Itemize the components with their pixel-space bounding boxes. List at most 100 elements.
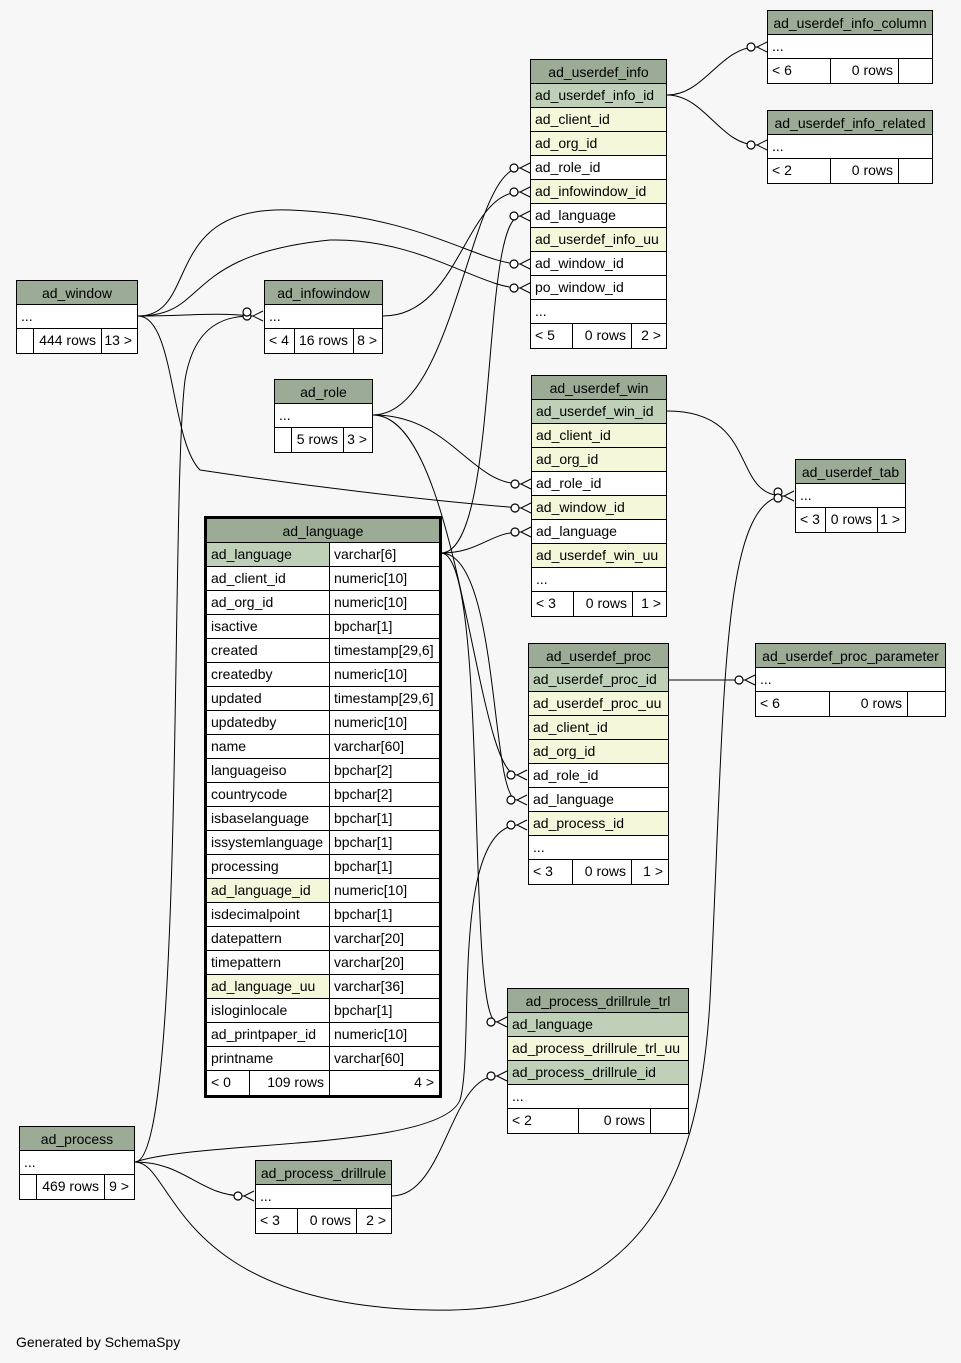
column-type: numeric[10] [330, 663, 439, 687]
column-row: ad_role_id [531, 156, 666, 180]
table-title[interactable]: ad_window [17, 281, 137, 305]
table-ad-userdef-proc[interactable]: ad_userdef_proc ad_userdef_proc_id ad_us… [528, 643, 669, 885]
parents-count: < 3 [529, 860, 573, 884]
table-title[interactable]: ad_userdef_win [532, 376, 666, 400]
table-title[interactable]: ad_userdef_tab [796, 460, 905, 484]
table-ad-userdef-win[interactable]: ad_userdef_win ad_userdef_win_id ad_clie… [531, 375, 667, 617]
column-row: ad_process_drillrule_id [508, 1061, 688, 1085]
column-name: issystemlanguage [207, 831, 330, 855]
parents-count [17, 329, 34, 353]
table-stats: < 6 0 rows [756, 692, 945, 716]
parents-count: < 3 [256, 1209, 298, 1233]
children-count: 2 > [641, 327, 661, 343]
column-name: created [207, 639, 330, 663]
table-ad-process-drillrule-trl[interactable]: ad_process_drillrule_trl ad_language ad_… [507, 988, 689, 1134]
children-count: 3 > [347, 431, 367, 447]
edge-infowindow-to-info [382, 191, 521, 317]
table-title[interactable]: ad_userdef_info_related [768, 111, 932, 135]
column-row: ... [256, 1185, 391, 1209]
column-type: varchar[20] [330, 927, 439, 951]
table-title[interactable]: ad_language [207, 519, 439, 543]
column-row: ad_userdef_info_uu [531, 228, 666, 252]
column-name: ad_language_id [207, 879, 330, 903]
children-count: 9 > [109, 1178, 129, 1194]
table-stats: < 3 0 rows 2 > [256, 1209, 391, 1233]
table-title[interactable]: ad_process [20, 1127, 134, 1151]
column-row: ... [768, 135, 932, 159]
edge-role-to-info [372, 167, 521, 416]
column-name: countrycode [207, 783, 330, 807]
column-type: numeric[10] [330, 711, 439, 735]
table-title[interactable]: ad_process_drillrule_trl [508, 989, 688, 1013]
parents-count [20, 1175, 37, 1199]
children-count [908, 692, 945, 716]
children-count: 1 > [643, 863, 663, 879]
column-row: ... [532, 568, 666, 592]
parents-count: < 3 [796, 508, 826, 532]
column-name: isloginlocale [207, 999, 330, 1023]
row-count: 444 rows [34, 329, 102, 353]
table-title[interactable]: ad_userdef_info_column [768, 11, 932, 35]
table-title[interactable]: ad_userdef_info [531, 60, 666, 84]
edge-win-to-tab [666, 410, 785, 497]
edge-window-to-infowindow [137, 313, 254, 317]
column-row: ad_userdef_proc_id [529, 668, 668, 692]
row-count: 109 rows [250, 1071, 330, 1095]
column-type: numeric[10] [330, 1023, 439, 1047]
column-name: languageiso [207, 759, 330, 783]
column-row: ad_infowindow_id [531, 180, 666, 204]
table-ad-userdef-tab[interactable]: ad_userdef_tab ... < 3 0 rows 1 > [795, 459, 906, 533]
crowsfoot-markers [233, 42, 783, 1201]
column-row: ad_userdef_proc_uu [529, 692, 668, 716]
table-title[interactable]: ad_userdef_proc [529, 644, 668, 668]
table-ad-userdef-info-related[interactable]: ad_userdef_info_related ... < 2 0 rows [767, 110, 933, 184]
column-row: ... [265, 305, 382, 329]
column-type: bpchar[1] [330, 831, 439, 855]
edge-process-to-proc [134, 824, 518, 1163]
column-name: printname [207, 1047, 330, 1071]
children-count [651, 1109, 688, 1133]
parents-count: < 4 [265, 329, 295, 353]
column-name: ad_language [207, 543, 330, 567]
column-type: bpchar[1] [330, 855, 439, 879]
table-ad-infowindow[interactable]: ad_infowindow ... < 4 16 rows 8 > [264, 280, 383, 354]
column-type: numeric[10] [330, 879, 439, 903]
table-title[interactable]: ad_role [275, 380, 372, 404]
children-count [899, 59, 932, 83]
parents-count: < 5 [531, 324, 573, 348]
edge-window-to-info-window [137, 209, 521, 317]
table-ad-window[interactable]: ad_window ... 444 rows 13 > [16, 280, 138, 354]
column-row: ad_org_id [529, 740, 668, 764]
table-ad-userdef-info-column[interactable]: ad_userdef_info_column ... < 6 0 rows [767, 10, 933, 84]
table-ad-process-drillrule[interactable]: ad_process_drillrule ... < 3 0 rows 2 > [255, 1160, 392, 1234]
table-ad-userdef-proc-parameter[interactable]: ad_userdef_proc_parameter ... < 6 0 rows [755, 643, 946, 717]
column-row: ad_process_drillrule_trl_uu [508, 1037, 688, 1061]
table-ad-role[interactable]: ad_role ... 5 rows 3 > [274, 379, 373, 453]
column-type: varchar[20] [330, 951, 439, 975]
edge-info-to-info-related [666, 94, 758, 146]
table-stats: < 3 0 rows 1 > [796, 508, 905, 532]
column-type: varchar[60] [330, 1047, 439, 1071]
column-type: timestamp[29,6] [330, 687, 439, 711]
column-row: ad_client_id [531, 108, 666, 132]
column-name: createdby [207, 663, 330, 687]
column-name: isbaselanguage [207, 807, 330, 831]
table-title[interactable]: ad_infowindow [265, 281, 382, 305]
table-ad-process[interactable]: ad_process ... 469 rows 9 > [19, 1126, 135, 1200]
table-title[interactable]: ad_process_drillrule [256, 1161, 391, 1185]
column-name: datepattern [207, 927, 330, 951]
generated-by-footer: Generated by SchemaSpy [16, 1334, 181, 1350]
column-row: ad_process_id [529, 812, 668, 836]
table-ad-userdef-info[interactable]: ad_userdef_info ad_userdef_info_id ad_cl… [530, 59, 667, 349]
column-row: ... [756, 668, 945, 692]
column-row: ... [275, 404, 372, 428]
table-title[interactable]: ad_userdef_proc_parameter [756, 644, 945, 668]
parents-count [275, 428, 292, 452]
column-row: ad_language [532, 520, 666, 544]
children-count [899, 159, 932, 183]
column-type: numeric[10] [330, 567, 439, 591]
column-name: updatedby [207, 711, 330, 735]
